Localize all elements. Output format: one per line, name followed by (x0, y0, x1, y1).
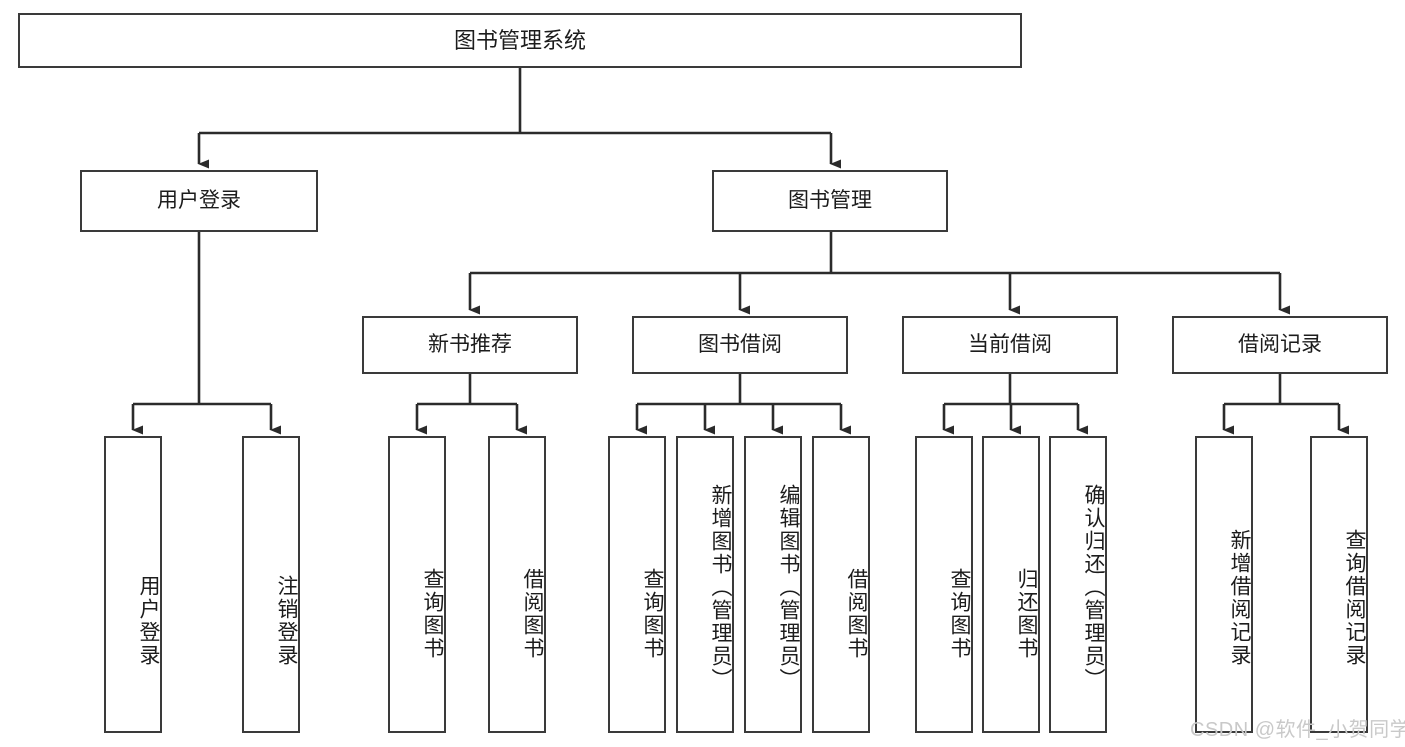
leaf-query-borrow-record[interactable]: 查询借阅记录 (1310, 436, 1368, 733)
leaf-borrow-book-recommend[interactable]: 借阅图书 (488, 436, 546, 733)
leaf-query-book-borrow[interactable]: 查询图书 (608, 436, 666, 733)
csdn-watermark: CSDN @软件_小贺同学 (1190, 719, 1405, 741)
leaf-borrow-book[interactable]: 借阅图书 (812, 436, 870, 733)
node-current-borrow[interactable]: 当前借阅 (902, 316, 1118, 374)
leaf-return-book[interactable]: 归还图书 (982, 436, 1040, 733)
leaf-add-borrow-record[interactable]: 新增借阅记录 (1195, 436, 1253, 733)
node-book-borrow[interactable]: 图书借阅 (632, 316, 848, 374)
node-book-management[interactable]: 图书管理 (712, 170, 948, 232)
node-root-book-management-system[interactable]: 图书管理系统 (18, 13, 1022, 68)
leaf-add-book-admin[interactable]: 新增图书（管理员） (676, 436, 734, 733)
node-user-login[interactable]: 用户登录 (80, 170, 318, 232)
leaf-query-book-current[interactable]: 查询图书 (915, 436, 973, 733)
leaf-edit-book-admin[interactable]: 编辑图书（管理员） (744, 436, 802, 733)
node-borrow-record[interactable]: 借阅记录 (1172, 316, 1388, 374)
leaf-logout-login[interactable]: 注销登录 (242, 436, 300, 733)
node-new-book-recommend[interactable]: 新书推荐 (362, 316, 578, 374)
leaf-confirm-return-admin[interactable]: 确认归还（管理员） (1049, 436, 1107, 733)
leaf-query-book-recommend[interactable]: 查询图书 (388, 436, 446, 733)
leaf-user-login[interactable]: 用户登录 (104, 436, 162, 733)
